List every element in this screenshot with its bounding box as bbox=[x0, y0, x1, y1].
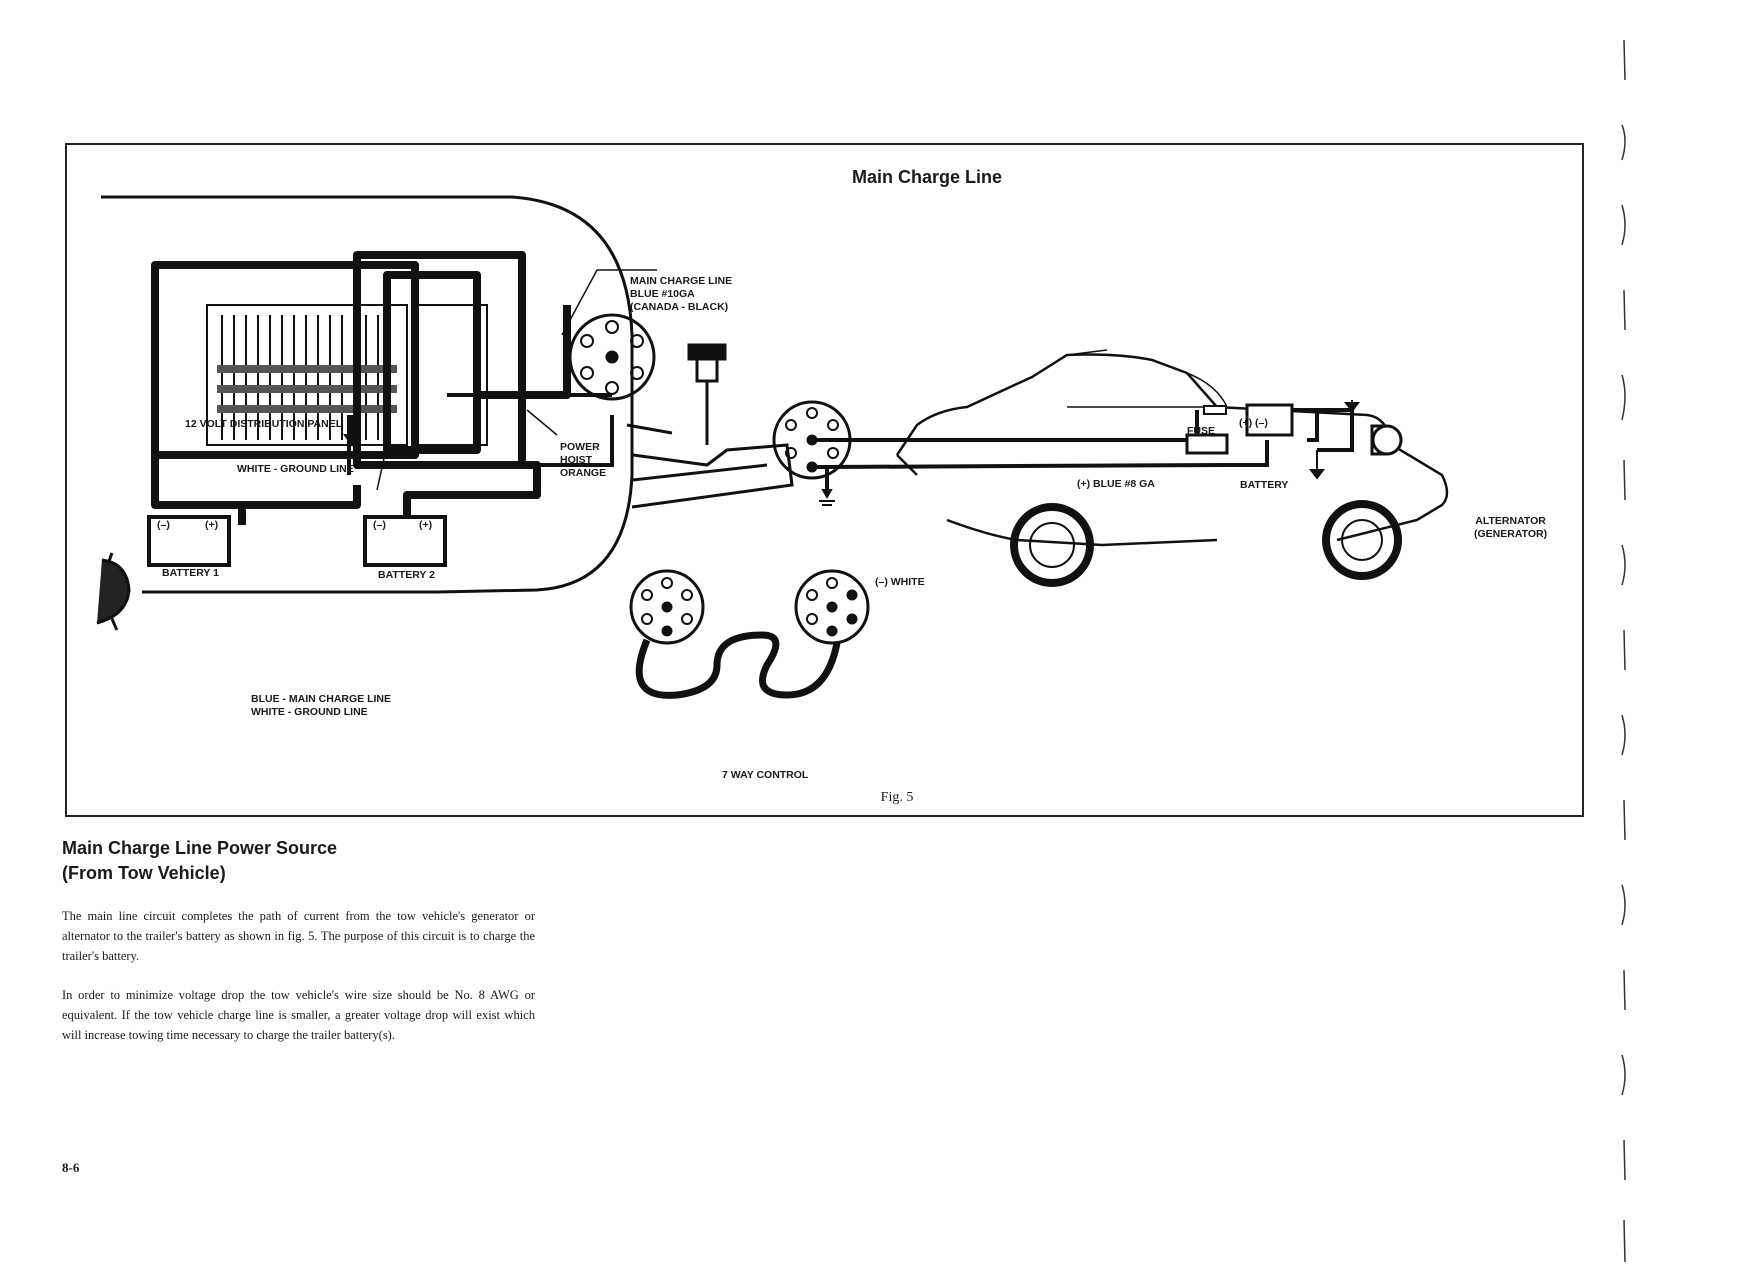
tow-vehicle-outline bbox=[895, 349, 1449, 547]
paragraph-2: In order to minimize voltage drop the to… bbox=[62, 988, 535, 1042]
label-battery-2: BATTERY 2 bbox=[378, 569, 435, 581]
figure-caption: Fig. 5 bbox=[880, 790, 914, 805]
wiring-diagram bbox=[96, 195, 1449, 699]
trailer-hitch bbox=[626, 343, 794, 509]
tow-vehicle-wheels bbox=[1010, 500, 1402, 587]
paragraph-1: The main line circuit completes the path… bbox=[62, 909, 535, 963]
label-battery2-neg: (–) bbox=[373, 519, 386, 531]
label-white-ground-line: WHITE - GROUND LINE bbox=[237, 463, 354, 475]
label-main-charge-line-2: BLUE #10GA bbox=[630, 288, 695, 300]
label-battery2-pos: (+) bbox=[419, 519, 433, 531]
label-battery1-pos: (+) bbox=[205, 519, 219, 531]
label-alternator-1: ALTERNATOR bbox=[1475, 515, 1546, 527]
label-main-charge-line-3: (CANADA - BLACK) bbox=[630, 301, 729, 313]
label-vehicle-battery: BATTERY bbox=[1240, 479, 1289, 491]
trailer-7way-connector bbox=[568, 313, 656, 401]
battery-1-symbol bbox=[147, 515, 231, 567]
trailer-outline bbox=[96, 195, 634, 631]
label-main-charge-line-1: MAIN CHARGE LINE bbox=[630, 275, 733, 287]
label-main-charge-line: MAIN CHARGE LINE BLUE #10GA (CANADA - BL… bbox=[630, 275, 732, 314]
label-distribution-panel: 12 VOLT DISTRIBUTION PANEL bbox=[185, 418, 343, 430]
battery-2-symbol bbox=[363, 515, 447, 567]
label-blue-8ga: (+) BLUE #8 GA bbox=[1077, 478, 1155, 490]
distribution-panel bbox=[206, 304, 488, 446]
figure-title: Main Charge Line bbox=[851, 167, 1003, 187]
label-alternator: ALTERNATOR (GENERATOR) bbox=[1474, 515, 1547, 541]
seven-way-control-cable bbox=[629, 569, 870, 699]
label-neg-white: (–) WHITE bbox=[875, 576, 925, 588]
section-heading: Main Charge Line Power Source (From Tow … bbox=[62, 836, 542, 886]
ground-symbol-trailer bbox=[343, 415, 361, 447]
page-number: 8-6 bbox=[62, 1160, 80, 1175]
label-alternator-2: (GENERATOR) bbox=[1474, 528, 1548, 540]
label-vehicle-battery-terminals: (+) (–) bbox=[1239, 417, 1268, 429]
vehicle-fuse-battery bbox=[1185, 403, 1403, 456]
label-power-hoist-1: POWER bbox=[560, 441, 600, 453]
trailer-wiring bbox=[151, 251, 571, 530]
vehicle-ground-symbols bbox=[819, 400, 1360, 506]
label-battery1-neg: (–) bbox=[157, 519, 170, 531]
trailer-wiring-thin bbox=[347, 393, 614, 475]
label-power-hoist: POWER HOIST ORANGE bbox=[560, 441, 606, 480]
section-heading-line-2: (From Tow Vehicle) bbox=[62, 863, 226, 883]
legend-white: WHITE - GROUND LINE bbox=[251, 706, 368, 718]
label-fuse: FUSE bbox=[1187, 425, 1216, 437]
figure-5-frame: Main Charge Line MAIN CHARGE LINE BLUE #… bbox=[65, 143, 1584, 817]
leader-lines bbox=[376, 269, 657, 491]
label-battery-1: BATTERY 1 bbox=[162, 567, 219, 579]
label-power-hoist-3: ORANGE bbox=[560, 467, 607, 479]
legend-blue: BLUE - MAIN CHARGE LINE bbox=[251, 693, 391, 705]
section-heading-line-1: Main Charge Line Power Source bbox=[62, 838, 338, 858]
label-power-hoist-2: HOIST bbox=[560, 454, 593, 466]
binding-edge-marks bbox=[1621, 39, 1626, 1263]
label-seven-way-control: 7 WAY CONTROL bbox=[722, 769, 809, 781]
figure-legend: BLUE - MAIN CHARGE LINE WHITE - GROUND L… bbox=[251, 693, 391, 719]
